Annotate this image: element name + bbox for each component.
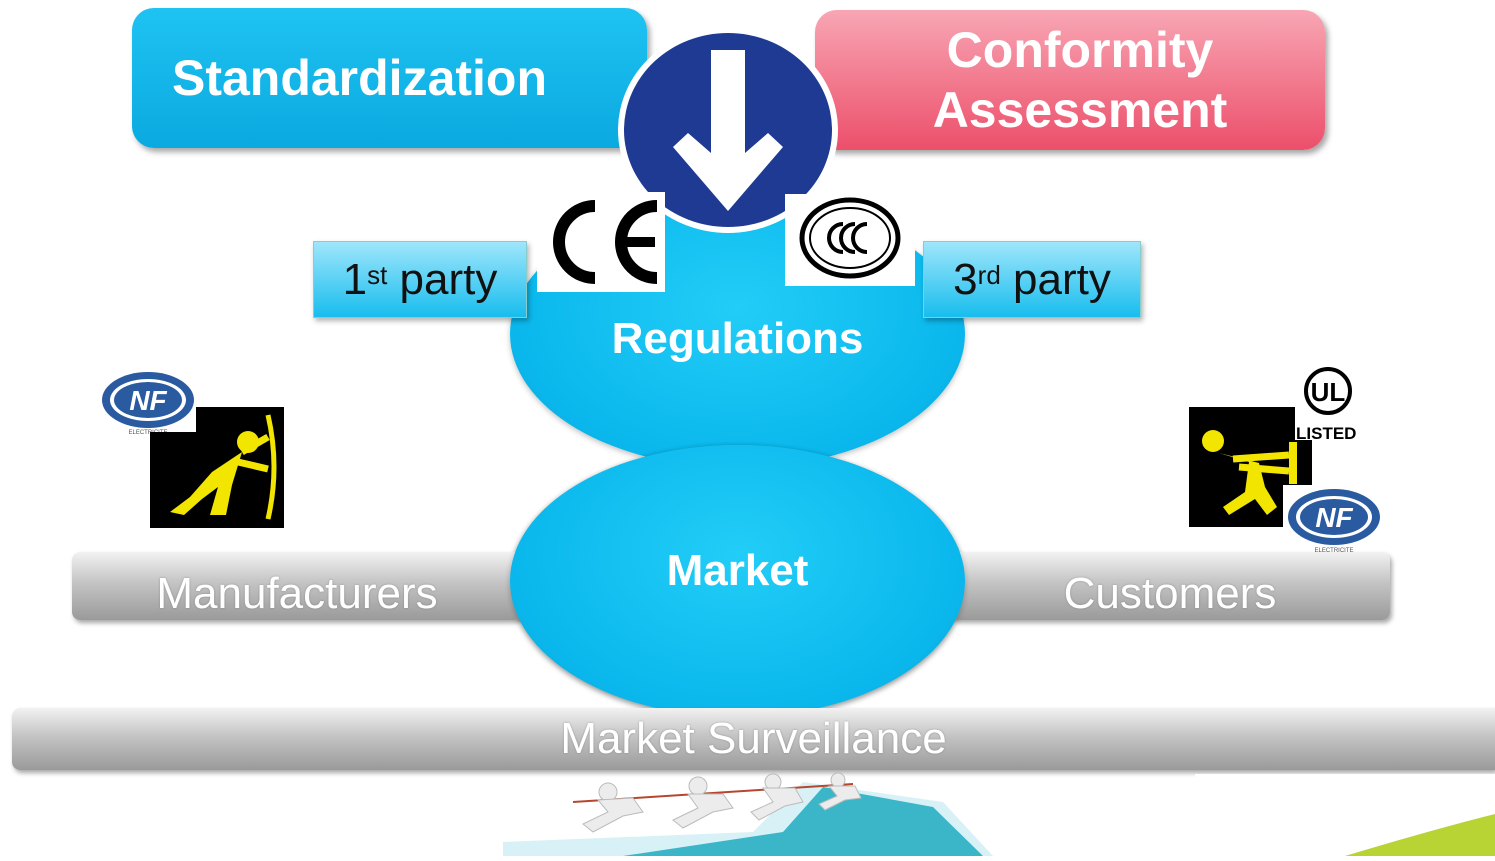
first-party-number: 1	[342, 254, 368, 304]
conformity-assessment-box: Conformity Assessment	[815, 10, 1325, 150]
standardization-label: Standardization	[171, 50, 548, 106]
market-surveillance-label: Market Surveillance	[560, 714, 947, 763]
svg-text:ELECTRICITE: ELECTRICITE	[1314, 548, 1353, 554]
ul-listed-label: LISTED	[1296, 424, 1357, 443]
first-party-suffix: st	[367, 260, 388, 290]
manufacturers-label: Manufacturers	[156, 569, 438, 618]
standardization-box: Standardization	[132, 8, 647, 148]
market-surveillance-bar: Market Surveillance	[12, 708, 1495, 770]
customers-bar: Customers	[950, 552, 1390, 620]
ccc-mark-icon	[785, 194, 915, 286]
svg-text:ELECTRICITE: ELECTRICITE	[128, 430, 167, 436]
svg-text:UL: UL	[1311, 377, 1346, 407]
tug-of-war-icon	[503, 772, 993, 856]
ce-mark-icon	[537, 192, 665, 292]
pushing-figure-icon	[150, 407, 284, 528]
manufacturers-bar: Manufacturers	[72, 552, 522, 620]
market-label: Market	[666, 546, 809, 595]
first-party-word: party	[387, 254, 498, 304]
third-party-number: 3	[953, 254, 978, 304]
ul-listed-icon: UL	[1292, 365, 1364, 445]
conformity-label-line2: Assessment	[932, 82, 1228, 138]
svg-text:NF: NF	[1315, 502, 1353, 533]
third-party-suffix: rd	[977, 260, 1001, 290]
third-party-word: party	[1000, 254, 1111, 304]
down-arrow-sign-icon	[615, 25, 841, 235]
pulling-figure-icon	[1189, 407, 1313, 527]
conformity-label-line1: Conformity	[946, 22, 1214, 78]
nf-mark-icon: NF ELECTRICITE	[1283, 485, 1385, 557]
market-ellipse-front: Market	[510, 445, 965, 717]
customers-label: Customers	[1063, 569, 1277, 618]
regulations-label: Regulations	[611, 314, 864, 363]
nf-mark-icon: NF ELECTRICITE	[98, 368, 198, 438]
svg-text:NF: NF	[129, 385, 167, 416]
corner-swoosh	[1195, 774, 1495, 856]
